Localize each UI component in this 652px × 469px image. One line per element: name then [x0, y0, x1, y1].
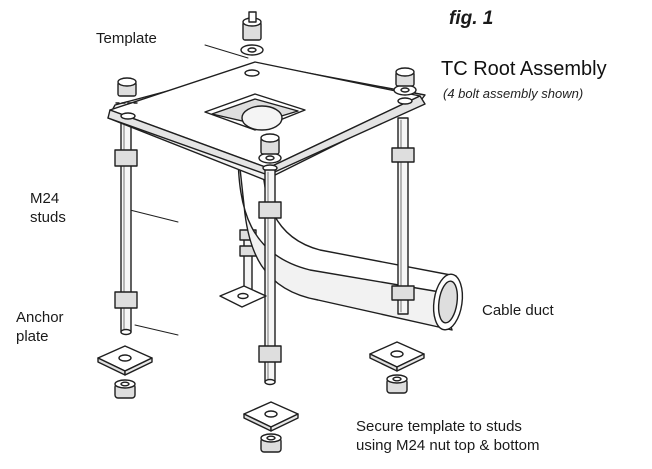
anchor-plate-front — [244, 402, 298, 431]
figure-subtitle: (4 bolt assembly shown) — [443, 86, 584, 101]
figure-number: fig. 1 — [449, 8, 494, 29]
assembly-note: Secure template to studs using M24 nut t… — [356, 418, 539, 456]
label-m24-studs: M24 studs — [30, 190, 66, 228]
template-plate — [108, 62, 425, 180]
note-line2: using M24 nut top & bottom — [356, 436, 540, 454]
stud-front — [259, 170, 281, 385]
loose-nut-left — [115, 380, 135, 398]
template-leader — [205, 45, 248, 58]
stud-right — [392, 118, 414, 314]
label-anchor-plate: Anchor plate — [16, 309, 64, 347]
nut-top-back — [241, 12, 263, 55]
studs-leader — [130, 210, 178, 222]
anchor-leader — [135, 325, 178, 335]
nut-top-left — [116, 78, 140, 103]
note-line1: Secure template to studs — [356, 418, 522, 435]
anchor-plate-left — [98, 346, 152, 375]
loose-nut-right — [387, 375, 407, 393]
figure-title: TC Root Assembly — [441, 58, 607, 80]
loose-nuts — [115, 375, 407, 452]
label-cable-duct: Cable duct — [482, 302, 554, 319]
label-m24-line2: studs — [30, 208, 66, 226]
anchor-plate-right — [370, 342, 424, 371]
loose-nut-front — [261, 434, 281, 452]
top-nuts — [116, 12, 416, 163]
label-anchor-line1: Anchor — [16, 309, 64, 326]
leader-lines — [130, 45, 248, 335]
nut-top-right — [394, 68, 416, 95]
label-template: Template — [96, 30, 157, 47]
nut-top-front — [259, 134, 281, 163]
label-anchor-line2: plate — [16, 327, 49, 345]
label-m24-line1: M24 — [30, 190, 60, 207]
anchor-plate-middle — [220, 286, 266, 307]
stud-left — [115, 122, 137, 335]
